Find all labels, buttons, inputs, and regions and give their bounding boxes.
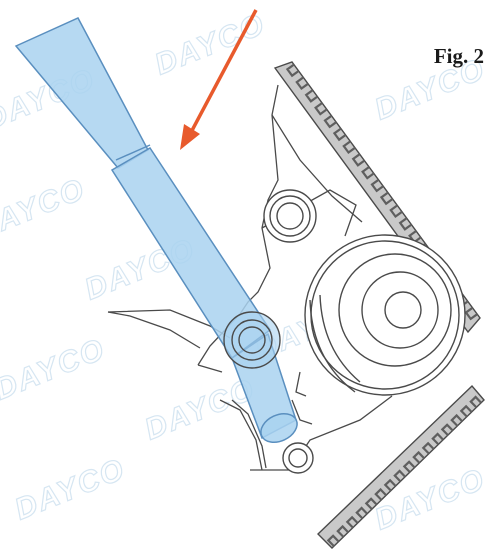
- figure-label: Fig. 2: [433, 44, 484, 68]
- watermark-text: DAYCO: [0, 172, 90, 246]
- upper-bolt: [263, 189, 317, 243]
- arrow-down-left-icon: [180, 9, 258, 150]
- pulley-assembly: [304, 234, 466, 396]
- lower-bolt: [282, 442, 314, 474]
- tensioner-wrench: [14, 17, 298, 444]
- watermark-text: DAYCO: [0, 332, 110, 406]
- tensioner-pivot: [223, 311, 281, 369]
- timing-belt-lower: [317, 384, 485, 549]
- watermark-text: DAYCO: [10, 452, 130, 526]
